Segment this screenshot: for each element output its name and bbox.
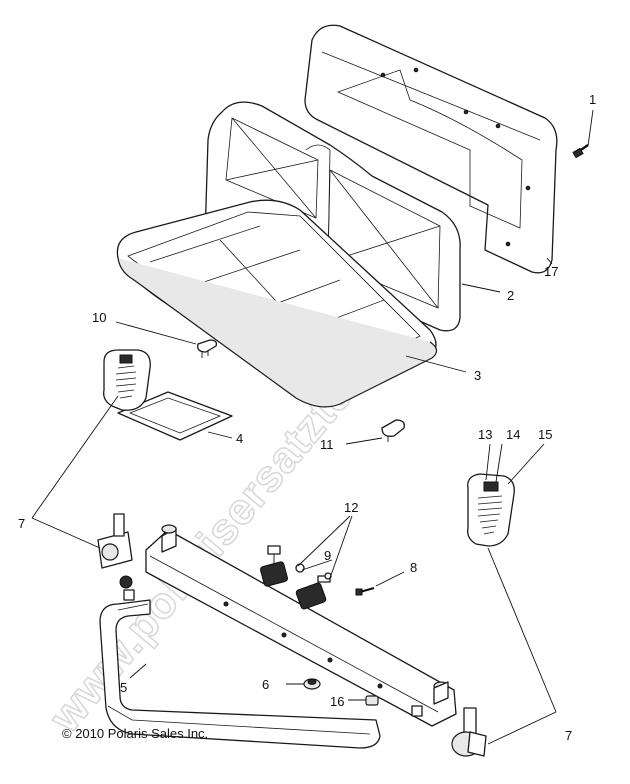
callout-14: 14 [506, 427, 520, 442]
pad-4 [117, 391, 233, 441]
buckle-right [295, 575, 331, 610]
callout-3: 3 [474, 368, 481, 383]
callouts: 1 2 3 4 5 6 7 7 8 9 10 11 12 13 14 15 16… [18, 92, 596, 743]
callout-2: 2 [507, 288, 514, 303]
clip-11 [381, 419, 405, 442]
callout-8: 8 [410, 560, 417, 575]
callout-11: 11 [320, 437, 334, 452]
callout-7-right: 7 [565, 728, 572, 743]
clip-10 [197, 339, 218, 358]
seat-back [204, 101, 461, 332]
callout-13: 13 [478, 427, 492, 442]
retractor-right [451, 707, 487, 757]
retractor-detail-right [467, 473, 515, 547]
callout-16: 16 [330, 694, 344, 709]
seat-frame [99, 524, 457, 749]
callout-15: 15 [538, 427, 552, 442]
retractor-detail-left [103, 349, 151, 411]
seat-bottom [116, 199, 438, 408]
retractor-left [97, 513, 133, 589]
leader-lines [31, 109, 594, 745]
callout-9: 9 [324, 548, 331, 563]
screw-1 [572, 144, 589, 159]
bolt-8 [355, 586, 375, 596]
back-panel [304, 24, 558, 274]
callout-10: 10 [92, 310, 106, 325]
callout-17: 17 [544, 264, 558, 279]
callout-1: 1 [589, 92, 596, 107]
callout-12: 12 [344, 500, 358, 515]
copyright-notice: © 2010 Polaris Sales Inc. [62, 726, 209, 741]
grommet-6 [303, 678, 321, 690]
callout-4: 4 [236, 431, 243, 446]
callout-7-left: 7 [18, 516, 25, 531]
buckle-left [259, 545, 289, 587]
bushing-16 [365, 695, 379, 706]
callout-5: 5 [120, 680, 127, 695]
callout-6: 6 [262, 677, 269, 692]
